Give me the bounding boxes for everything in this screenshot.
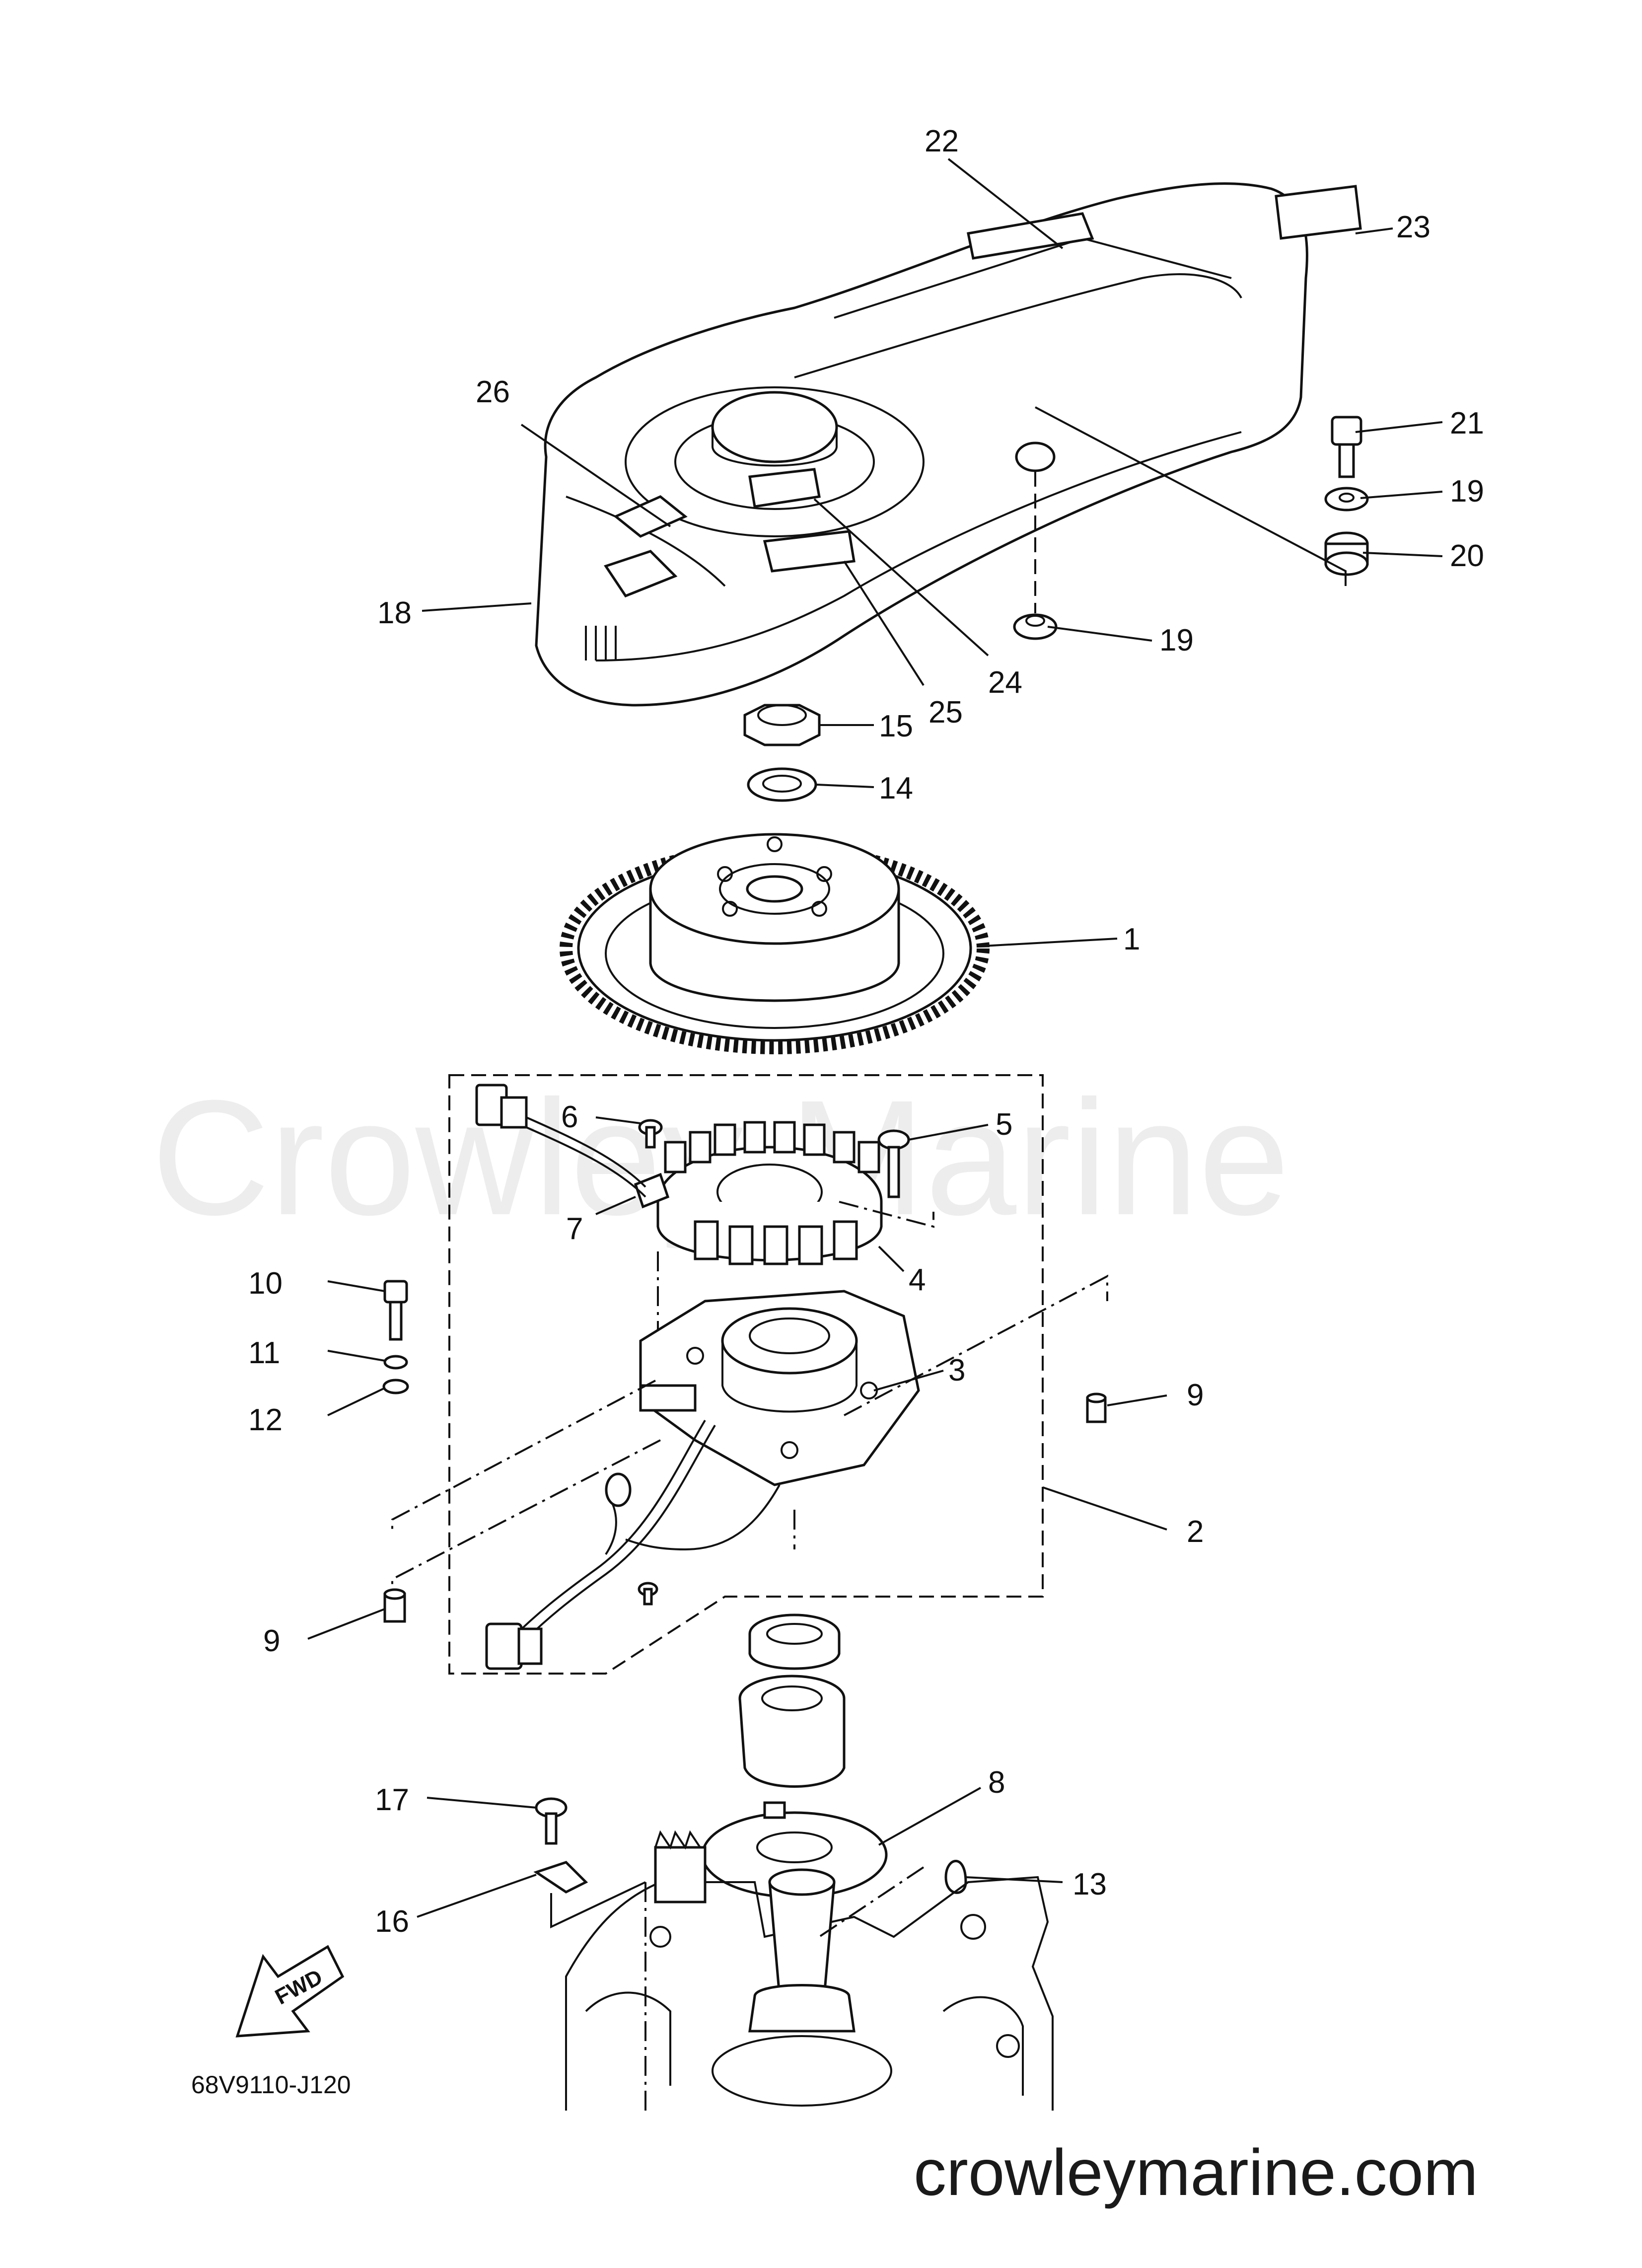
- assembly-line-bolt-10: [391, 1380, 656, 1535]
- assembly-line-screw-5: [839, 1201, 934, 1228]
- callout-19-upper: 19: [1450, 474, 1484, 509]
- damper-20: [1324, 531, 1369, 576]
- assembly-line-bracket: [550, 1881, 646, 1929]
- fwd-arrow-icon: FWD: [235, 1945, 345, 2038]
- callout-26: 26: [476, 375, 510, 409]
- screw-6: [638, 1119, 663, 1149]
- clamp-7: [634, 1172, 670, 1209]
- callout-2: 2: [1187, 1515, 1204, 1549]
- callout-8: 8: [988, 1765, 1005, 1800]
- callout-10: 10: [248, 1266, 283, 1301]
- assembly-line-damper: [1035, 406, 1347, 586]
- lead-wire-connector: [475, 1084, 646, 1198]
- callout-19-lower: 19: [1159, 623, 1194, 658]
- callout-1: 1: [1123, 922, 1140, 956]
- washer-12: [382, 1379, 409, 1394]
- callout-11: 11: [248, 1336, 280, 1370]
- website-link[interactable]: crowleymarine.com: [914, 2136, 1478, 2209]
- callout-24: 24: [988, 665, 1022, 700]
- flywheel-nut-lower: [748, 1613, 841, 1670]
- callout-12: 12: [248, 1403, 283, 1437]
- woodruff-key-13: [944, 1860, 967, 1894]
- callout-9-right: 9: [1187, 1378, 1204, 1412]
- callout-16: 16: [375, 1904, 409, 1939]
- stator-base-plate: [639, 1290, 920, 1486]
- callout-22: 22: [925, 124, 959, 158]
- stator: [656, 1121, 883, 1265]
- flywheel-cover: [535, 182, 1362, 707]
- assembly-line-dowel-9-right: [844, 1274, 1108, 1416]
- callout-7: 7: [566, 1212, 583, 1246]
- callout-23: 23: [1396, 210, 1430, 244]
- dowel-pin-9-left: [383, 1588, 406, 1623]
- callout-14: 14: [879, 771, 913, 805]
- dowel-pin-9-right: [1086, 1392, 1107, 1423]
- bolt-21: [1331, 416, 1362, 478]
- grommet-19-lower: [1013, 613, 1058, 640]
- assembly-line-key: [818, 1866, 925, 1938]
- callout-25: 25: [928, 695, 963, 730]
- wiring-harness: [485, 1419, 781, 1670]
- diagram-code: 68V9110-J120: [191, 2071, 351, 2099]
- lock-washer-11: [383, 1355, 408, 1370]
- callout-4: 4: [909, 1263, 926, 1297]
- stator-assembly-box: [448, 1074, 1044, 1675]
- callout-5: 5: [996, 1107, 1012, 1142]
- callout-13: 13: [1072, 1867, 1107, 1902]
- bolt-10: [383, 1280, 408, 1341]
- grommet-19-upper: [1324, 487, 1369, 512]
- bracket-16: [533, 1861, 588, 1894]
- callout-9-left: 9: [263, 1624, 280, 1658]
- leader-lines: [307, 158, 1443, 1918]
- washer-14: [747, 767, 817, 802]
- callout-17: 17: [375, 1783, 409, 1817]
- collar: [738, 1675, 846, 1788]
- callout-6: 6: [561, 1100, 578, 1134]
- callout-3: 3: [948, 1353, 965, 1388]
- callout-21: 21: [1450, 406, 1484, 440]
- callout-20: 20: [1450, 539, 1484, 573]
- assembly-line-dowel-9-left: [391, 1439, 661, 1604]
- flywheel: [560, 833, 990, 1054]
- callout-15: 15: [879, 709, 913, 743]
- bolt-17: [535, 1797, 568, 1845]
- callout-labels: 22 23 26 21 19 20 18 19 24 25 15 14 1 6 …: [248, 124, 1484, 1939]
- nut-15: [743, 704, 821, 746]
- screw-5: [877, 1129, 910, 1198]
- engine-block: [565, 1830, 1054, 2111]
- callout-18: 18: [377, 596, 412, 630]
